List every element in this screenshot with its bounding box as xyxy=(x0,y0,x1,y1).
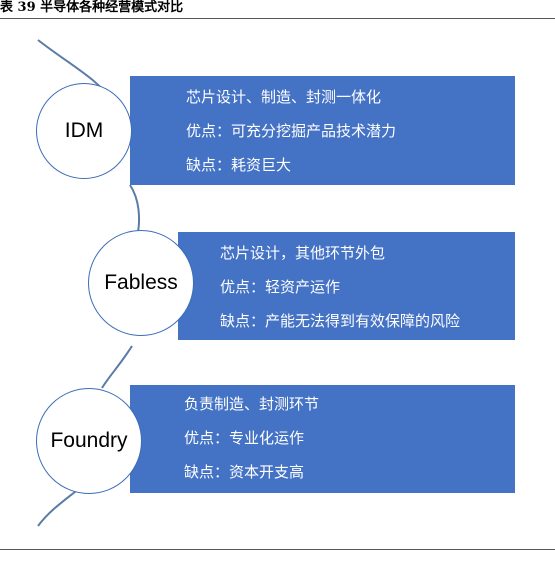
foundry-line-1: 负责制造、封测环节 xyxy=(184,395,320,413)
foundry-label: Foundry xyxy=(50,429,128,452)
idm-line-2: 优点：可充分挖掘产品技术潜力 xyxy=(186,122,397,140)
foundry-line-3: 缺点：资本开支高 xyxy=(184,463,305,481)
foundry-circle: Foundry xyxy=(36,388,142,494)
fabless-label: Fabless xyxy=(104,271,178,294)
idm-circle: IDM xyxy=(36,83,132,179)
foundry-line-2: 优点：专业化运作 xyxy=(184,429,305,447)
fabless-description-box: 芯片设计，其他环节外包 优点：轻资产运作 缺点：产能无法得到有效保障的风险 xyxy=(178,232,515,340)
bottom-rule xyxy=(0,549,555,550)
figure-caption: 表 39 半导体各种经营模式对比 xyxy=(0,0,184,15)
fabless-line-1: 芯片设计，其他环节外包 xyxy=(220,244,386,262)
top-rule xyxy=(0,18,555,19)
idm-line-1: 芯片设计、制造、封测一体化 xyxy=(186,88,382,106)
idm-description-box: 芯片设计、制造、封测一体化 优点：可充分挖掘产品技术潜力 缺点：耗资巨大 xyxy=(130,76,515,185)
fabless-line-3: 缺点：产能无法得到有效保障的风险 xyxy=(220,312,461,330)
foundry-description-box: 负责制造、封测环节 优点：专业化运作 缺点：资本开支高 xyxy=(130,385,515,493)
fabless-line-2: 优点：轻资产运作 xyxy=(220,278,341,296)
idm-line-3: 缺点：耗资巨大 xyxy=(186,156,292,174)
idm-label: IDM xyxy=(64,119,104,142)
fabless-circle: Fabless xyxy=(88,230,194,336)
